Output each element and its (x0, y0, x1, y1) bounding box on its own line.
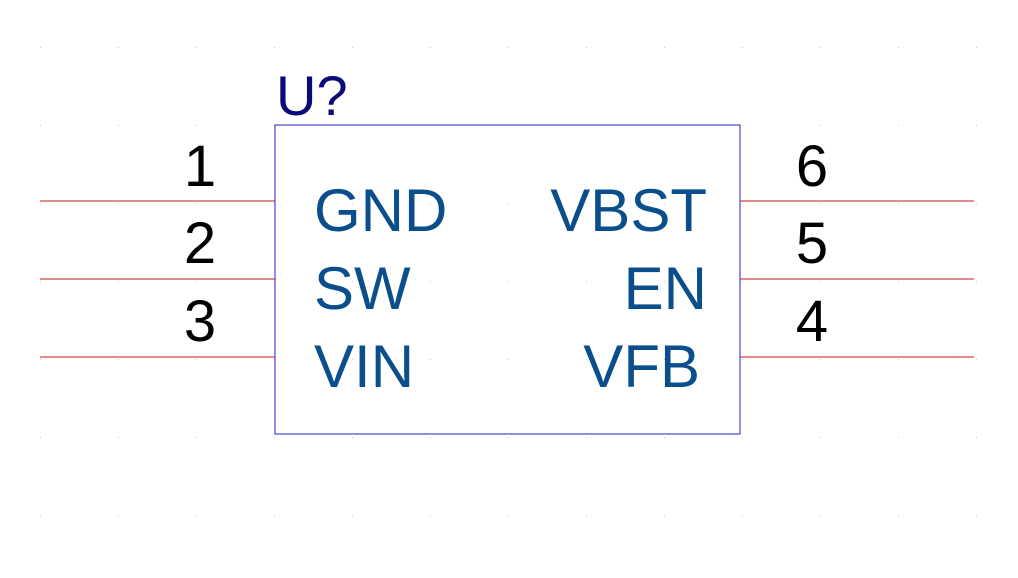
grid-dot (976, 47, 977, 48)
grid-dot (508, 437, 509, 438)
grid-dot (898, 281, 899, 282)
grid-dot (664, 203, 665, 204)
grid-dot (586, 203, 587, 204)
grid-dot (40, 203, 41, 204)
grid-dot (430, 437, 431, 438)
pin-name-vbst: VBST (550, 177, 707, 244)
grid-dot (976, 359, 977, 360)
grid-dot (118, 47, 119, 48)
grid-dot (352, 281, 353, 282)
grid-dot (820, 125, 821, 126)
grid-dot (976, 203, 977, 204)
pin-number-4: 4 (796, 289, 828, 354)
grid-dot (118, 281, 119, 282)
grid-dot (664, 47, 665, 48)
grid-dot (40, 47, 41, 48)
grid-dot (430, 47, 431, 48)
pin-number-3: 3 (184, 289, 216, 354)
grid-dot (898, 125, 899, 126)
grid-dot (40, 125, 41, 126)
grid-dot (508, 359, 509, 360)
grid-dot (274, 515, 275, 516)
pin-number-1: 1 (184, 134, 216, 199)
grid-dot (664, 359, 665, 360)
grid-dot (742, 437, 743, 438)
grid-dot (820, 515, 821, 516)
grid-dot (118, 203, 119, 204)
grid-dot (976, 515, 977, 516)
grid-dot (898, 515, 899, 516)
grid-dot (352, 437, 353, 438)
grid-dot (742, 515, 743, 516)
grid-dot (118, 125, 119, 126)
pin-name-gnd: GND (314, 177, 447, 244)
grid-dot (508, 515, 509, 516)
grid-dot (352, 515, 353, 516)
grid-dot (40, 281, 41, 282)
grid-dot (196, 359, 197, 360)
grid-dot (118, 515, 119, 516)
grid-dot (352, 359, 353, 360)
grid-dot (40, 515, 41, 516)
grid-dot (586, 359, 587, 360)
grid-dot (40, 359, 41, 360)
grid-dot (742, 203, 743, 204)
grid-dot (742, 47, 743, 48)
grid-dot (352, 47, 353, 48)
grid-dot (820, 47, 821, 48)
grid-dot (508, 47, 509, 48)
pin-number-6: 6 (796, 134, 828, 199)
grid-dot (898, 47, 899, 48)
grid-dot (196, 281, 197, 282)
grid-dot (430, 359, 431, 360)
grid-dot (898, 203, 899, 204)
grid-dot (742, 359, 743, 360)
grid-dot (586, 281, 587, 282)
grid-dot (664, 437, 665, 438)
grid-dot (898, 437, 899, 438)
grid-dot (976, 125, 977, 126)
pin-name-vfb: VFB (583, 333, 700, 400)
grid-dots (40, 47, 977, 516)
grid-dot (664, 281, 665, 282)
grid-dot (196, 125, 197, 126)
grid-dot (508, 203, 509, 204)
grid-dot (196, 203, 197, 204)
grid-dot (742, 281, 743, 282)
pin-number-5: 5 (796, 211, 828, 276)
grid-dot (118, 359, 119, 360)
grid-dot (430, 281, 431, 282)
grid-dot (586, 47, 587, 48)
grid-dot (352, 203, 353, 204)
grid-dot (196, 47, 197, 48)
grid-dot (898, 359, 899, 360)
grid-dot (274, 47, 275, 48)
pin-number-2: 2 (184, 211, 216, 276)
grid-dot (118, 437, 119, 438)
grid-dot (976, 437, 977, 438)
grid-dot (586, 515, 587, 516)
grid-dot (820, 359, 821, 360)
grid-dot (820, 281, 821, 282)
grid-dot (196, 437, 197, 438)
grid-dot (820, 203, 821, 204)
grid-dot (40, 437, 41, 438)
grid-dot (664, 515, 665, 516)
grid-dot (430, 203, 431, 204)
grid-dot (586, 437, 587, 438)
grid-dot (820, 437, 821, 438)
pin-name-en: EN (624, 255, 707, 322)
grid-dot (430, 515, 431, 516)
pin-name-vin: VIN (314, 333, 414, 400)
grid-dot (274, 437, 275, 438)
grid-dot (742, 125, 743, 126)
reference-designator[interactable]: U? (276, 64, 348, 127)
pin-name-sw: SW (314, 255, 411, 322)
grid-dot (976, 281, 977, 282)
grid-dot (508, 281, 509, 282)
grid-dot (196, 515, 197, 516)
